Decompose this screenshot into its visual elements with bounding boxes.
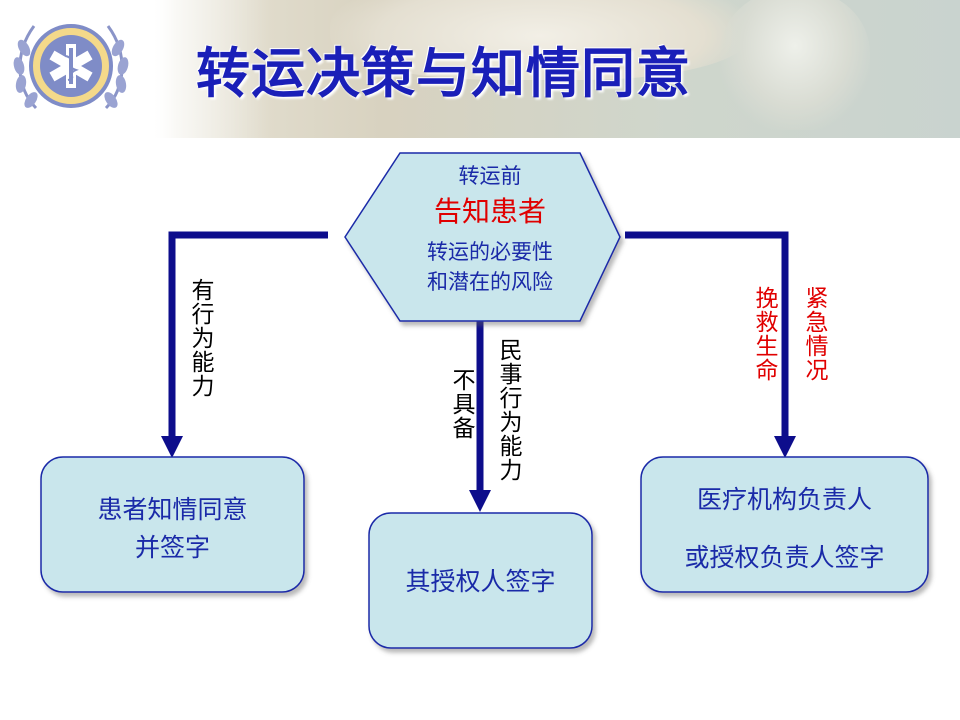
right-box-line-2: 或授权负责人签字 (684, 543, 885, 572)
left-box-line-2: 并签字 (134, 533, 210, 562)
middle-branch-label-right: 民事行为能力 (495, 338, 521, 482)
banner-photo (330, 0, 750, 80)
left-branch-label: 有行为能力 (187, 278, 213, 398)
middle-outcome-box (368, 512, 593, 649)
right-branch-label-right: 紧急情况 (801, 286, 827, 382)
header-banner (0, 0, 960, 138)
middle-box-text: 其授权人签字 (405, 567, 556, 596)
banner-photo-figure (720, 0, 870, 130)
left-box-line-1: 患者知情同意 (97, 495, 248, 524)
center-line-1: 转运前 (458, 164, 522, 188)
right-box-line-1: 医疗机构负责人 (696, 485, 872, 514)
left-outcome-box (40, 456, 305, 593)
center-line-2: 告知患者 (433, 195, 546, 228)
right-connector (625, 231, 789, 438)
center-line-4: 和潜在的风险 (427, 270, 553, 294)
center-line-3: 转运的必要性 (427, 240, 553, 264)
page-title: 转运决策与知情同意 (196, 42, 691, 105)
medical-emblem-logo (13, 24, 129, 110)
center-hexagon (344, 152, 621, 322)
left-connector (168, 231, 328, 438)
middle-branch-label-left: 不具备 (448, 368, 474, 440)
right-arrowhead (774, 436, 796, 458)
left-arrowhead (161, 436, 183, 458)
middle-arrowhead (469, 490, 491, 512)
right-outcome-box (640, 456, 929, 593)
right-branch-label-left: 挽救生命 (751, 286, 777, 382)
